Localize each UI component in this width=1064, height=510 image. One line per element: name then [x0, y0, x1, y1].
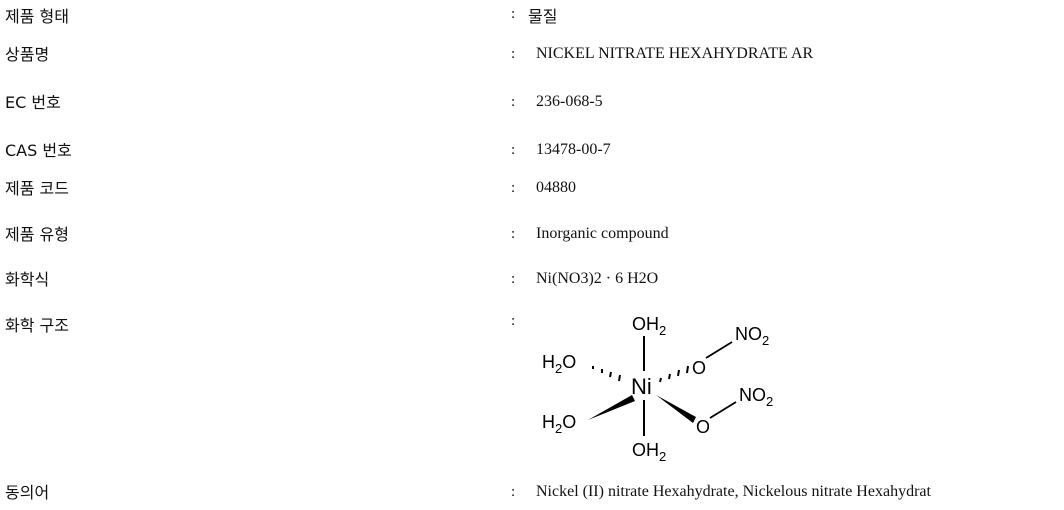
chemical-formula-label: 화학식	[5, 270, 50, 289]
ec-number-value: 236-068-5	[536, 93, 603, 110]
upper-right-oxygen: O	[692, 358, 706, 378]
upper-right-no: NO	[735, 324, 762, 344]
product-name-colon: :	[511, 46, 516, 62]
product-form-label: 제품 형태	[5, 7, 69, 26]
product-type-value: Inorganic compound	[536, 225, 669, 242]
upper-right-subscript: 2	[762, 333, 769, 348]
lower-right-oxygen: O	[696, 417, 710, 437]
upper-right-hashed-bond	[659, 365, 689, 383]
top-oh-subscript: 2	[659, 323, 666, 338]
chemical-structure-diagram: Ni OH2 OH2 H2O H2O O NO2 O NO2	[542, 314, 773, 464]
chemical-formula-value: Ni(NO3)2 · 6 H2O	[536, 270, 659, 287]
row-product-code: 제품 코드 : 04880	[0, 178, 1064, 206]
row-product-name: 상품명 : NICKEL NITRATE HEXAHYDRATE AR	[0, 44, 1064, 72]
lower-right-subscript: 2	[766, 394, 773, 409]
synonyms-colon: :	[511, 484, 516, 500]
lower-left-o: O	[562, 412, 576, 432]
cas-number-value: 13478-00-7	[536, 141, 611, 158]
row-product-form: 제품 형태 : 물질	[0, 6, 1064, 34]
product-name-value: NICKEL NITRATE HEXAHYDRATE AR	[536, 45, 814, 62]
product-code-label: 제품 코드	[5, 179, 69, 198]
top-oh-text: OH	[632, 314, 659, 334]
row-synonyms: 동의어 : Nickel (II) nitrate Hexahydrate, N…	[0, 482, 1064, 510]
bottom-oh-text: OH	[632, 440, 659, 460]
chemical-structure-colon: :	[511, 313, 516, 329]
lower-right-nitro: NO2	[739, 385, 773, 409]
synonyms-label: 동의어	[5, 483, 50, 502]
lower-left-water: H2O	[542, 412, 576, 436]
ec-number-label: EC 번호	[5, 92, 61, 114]
top-oh-group: OH2	[632, 314, 666, 338]
ec-number-label-text: EC 번호	[5, 93, 61, 112]
ni-atom: Ni	[631, 374, 652, 399]
upper-left-subscript: 2	[555, 361, 562, 376]
upper-right-nitro: NO2	[735, 324, 769, 348]
product-type-colon: :	[511, 226, 516, 242]
product-form-value: 물질	[528, 7, 558, 26]
chemical-formula-colon: :	[511, 271, 516, 287]
ec-number-colon: :	[511, 94, 516, 110]
lower-right-wedge-bond	[656, 395, 696, 423]
lower-left-subscript: 2	[555, 421, 562, 436]
lower-right-o-n-bond	[709, 401, 737, 419]
row-chemical-formula: 화학식 : Ni(NO3)2 · 6 H2O	[0, 269, 1064, 297]
bottom-oh-subscript: 2	[659, 449, 666, 464]
chemical-structure-label: 화학 구조	[5, 316, 69, 335]
upper-left-hashed-bond	[592, 366, 621, 382]
upper-left-o: O	[562, 352, 576, 372]
product-code-colon: :	[511, 180, 516, 196]
row-cas-number: CAS 번호 : 13478-00-7	[0, 140, 1064, 168]
upper-left-h: H	[542, 352, 555, 372]
row-ec-number: EC 번호 : 236-068-5	[0, 92, 1064, 120]
row-chemical-structure: 화학 구조 :	[0, 313, 1064, 343]
row-product-type: 제품 유형 : Inorganic compound	[0, 224, 1064, 252]
product-type-label: 제품 유형	[5, 225, 69, 244]
lower-left-wedge-bond	[588, 395, 635, 420]
bottom-oh-group: OH2	[632, 440, 666, 464]
product-code-value: 04880	[536, 179, 576, 196]
lower-left-h: H	[542, 412, 555, 432]
cas-number-label: CAS 번호	[5, 141, 72, 160]
upper-left-water: H2O	[542, 352, 576, 376]
product-name-label: 상품명	[5, 45, 50, 64]
lower-right-no: NO	[739, 385, 766, 405]
synonyms-value: Nickel (II) nitrate Hexahydrate, Nickelo…	[536, 483, 931, 500]
cas-number-colon: :	[511, 142, 516, 158]
upper-right-o-n-bond	[705, 341, 733, 359]
product-form-colon: :	[511, 6, 516, 22]
